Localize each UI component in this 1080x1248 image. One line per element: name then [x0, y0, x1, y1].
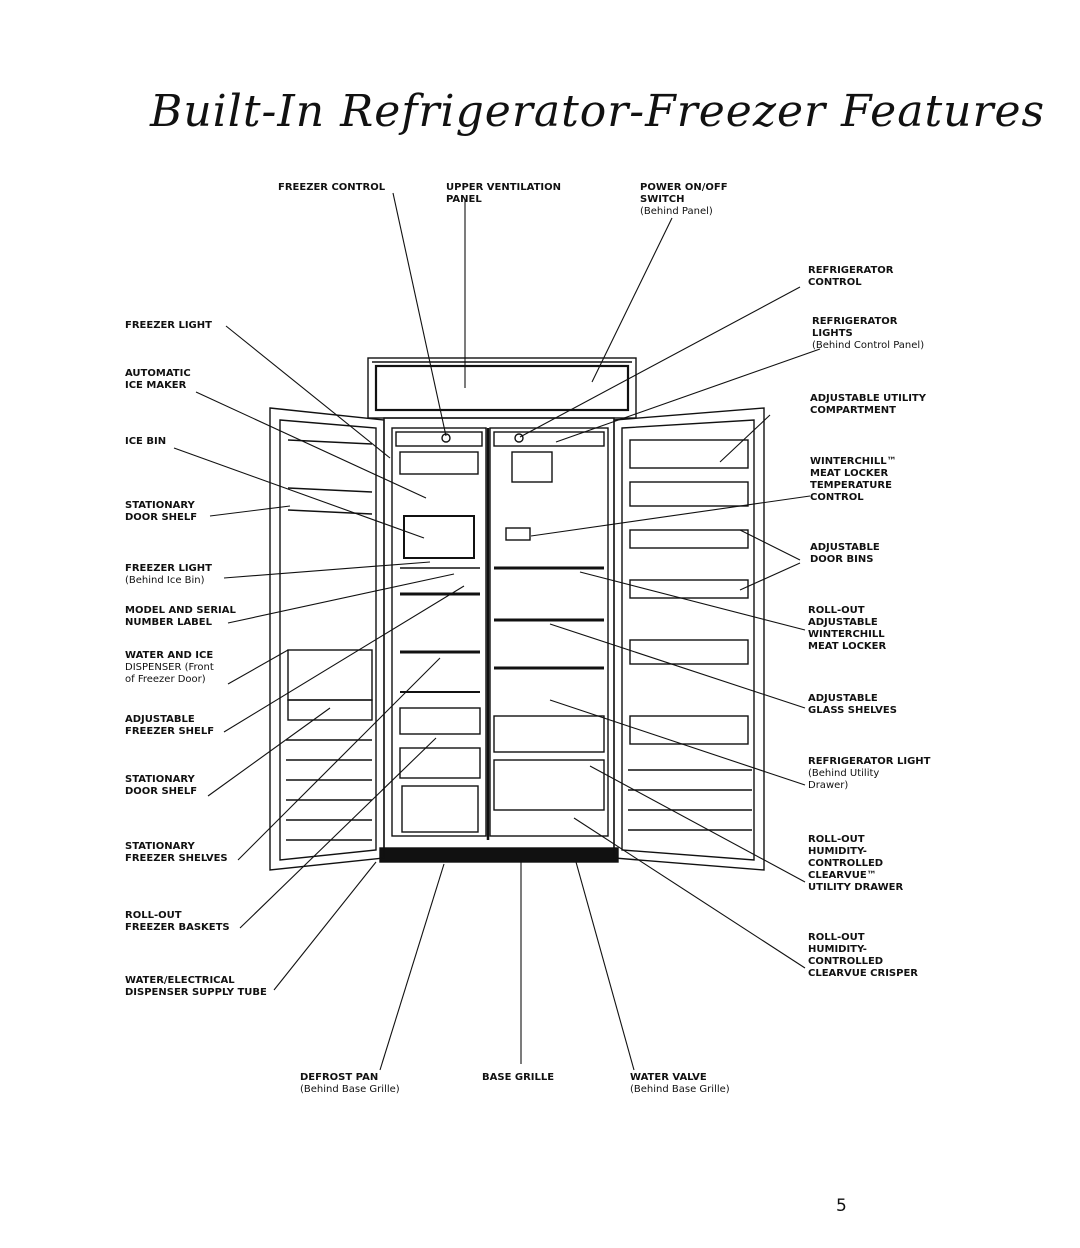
label-note: Drawer)	[808, 780, 849, 791]
label-line: POWER ON/OFF	[640, 182, 728, 193]
label-line: CONTROL	[810, 492, 864, 503]
label-dispenser: WATER AND ICE DISPENSER (Front of Freeze…	[125, 650, 214, 686]
label-line: PANEL	[446, 194, 482, 205]
label-ice-bin: ICE BIN	[125, 436, 167, 447]
label-freezer-light-behind-bin: FREEZER LIGHT (Behind Ice Bin)	[125, 563, 212, 587]
label-utility-compartment: ADJUSTABLE UTILITY COMPARTMENT	[810, 393, 926, 417]
label-winterchill-control: WINTERCHILL™ MEAT LOCKER TEMPERATURE CON…	[810, 456, 897, 504]
label-note: (Behind Base Grille)	[300, 1084, 400, 1095]
label-glass-shelves: ADJUSTABLE GLASS SHELVES	[808, 693, 897, 717]
label-line: WATER/ELECTRICAL	[125, 975, 235, 986]
label-line: WINTERCHILL™	[810, 456, 897, 467]
label-line: WATER VALVE	[630, 1072, 707, 1083]
label-line: ADJUSTABLE	[125, 714, 195, 725]
label-line: REFRIGERATOR	[808, 265, 894, 276]
refrigerator-compartment	[489, 427, 609, 837]
label-line: ROLL-OUT	[808, 834, 865, 845]
label-water-valve: WATER VALVE (Behind Base Grille)	[630, 1072, 730, 1096]
label-note: (Behind Panel)	[640, 206, 713, 217]
label-line: CONTROLLED	[808, 956, 884, 967]
label-defrost-pan: DEFROST PAN (Behind Base Grille)	[300, 1072, 400, 1096]
label-line: NUMBER LABEL	[125, 617, 213, 628]
label-line: DOOR SHELF	[125, 512, 198, 523]
page-number: 5	[836, 1196, 847, 1216]
label-line: DOOR SHELF	[125, 786, 198, 797]
label-line: FREEZER LIGHT	[125, 563, 212, 574]
label-line: CLEARVUE™	[808, 870, 877, 881]
label-line: UPPER VENTILATION	[446, 182, 562, 193]
label-refrigerator-light: REFRIGERATOR LIGHT (Behind Utility Drawe…	[808, 756, 930, 792]
label-stationary-door-shelf: STATIONARY DOOR SHELF	[125, 500, 197, 524]
label-line: STATIONARY	[125, 500, 195, 511]
label-crisper: ROLL-OUT HUMIDITY- CONTROLLED CLEARVUE C…	[808, 932, 918, 980]
label-line: ROLL-OUT	[808, 932, 865, 943]
label-line: DOOR BINS	[810, 554, 874, 565]
label-line: MEAT LOCKER	[808, 641, 887, 652]
label-refrigerator-control: REFRIGERATOR CONTROL	[808, 265, 894, 289]
label-note: (Behind Control Panel)	[812, 340, 925, 351]
label-line: SWITCH	[640, 194, 685, 205]
label-line: MEAT LOCKER	[810, 468, 889, 479]
label-freezer-baskets: ROLL-OUT FREEZER BASKETS	[125, 910, 230, 934]
label-line: FREEZER SHELVES	[125, 853, 228, 864]
label-line: GLASS SHELVES	[808, 705, 897, 716]
label-line: REFRIGERATOR LIGHT	[808, 756, 931, 767]
label-line: FREEZER BASKETS	[125, 922, 230, 933]
label-freezer-control: FREEZER CONTROL	[278, 182, 386, 193]
label-power-switch: POWER ON/OFF SWITCH (Behind Panel)	[640, 182, 728, 218]
label-line: ADJUSTABLE	[808, 617, 878, 628]
label-line: CLEARVUE CRISPER	[808, 968, 918, 979]
label-upper-ventilation-panel: UPPER VENTILATION PANEL	[446, 182, 561, 206]
label-line: DEFROST PAN	[300, 1072, 379, 1083]
label-line: STATIONARY	[125, 841, 195, 852]
page-title: Built-In Refrigerator-Freezer Features	[150, 86, 1046, 137]
label-line: ROLL-OUT	[125, 910, 182, 921]
label-line: COMPARTMENT	[810, 405, 896, 416]
label-note: (Behind Utility	[808, 768, 880, 779]
label-line: UTILITY DRAWER	[808, 882, 904, 893]
label-line: WATER AND ICE	[125, 650, 214, 661]
label-line: LIGHTS	[812, 328, 853, 339]
label-utility-drawer: ROLL-OUT HUMIDITY- CONTROLLED CLEARVUE™ …	[808, 834, 903, 894]
freezer-compartment	[391, 427, 487, 837]
label-line: TEMPERATURE	[810, 480, 892, 491]
label-line: AUTOMATIC	[125, 368, 191, 379]
label-note: of Freezer Door)	[125, 674, 206, 685]
label-model-serial: MODEL AND SERIAL NUMBER LABEL	[125, 605, 236, 629]
label-line: ADJUSTABLE	[810, 542, 880, 553]
label-note: DISPENSER (Front	[125, 662, 214, 673]
label-line: ICE MAKER	[125, 380, 187, 391]
label-line: HUMIDITY-	[808, 846, 867, 857]
label-meat-locker: ROLL-OUT ADJUSTABLE WINTERCHILL MEAT LOC…	[808, 605, 886, 653]
label-line: CONTROL	[808, 277, 862, 288]
label-note: (Behind Ice Bin)	[125, 575, 205, 586]
label-adjustable-freezer-shelf: ADJUSTABLE FREEZER SHELF	[125, 714, 214, 738]
cabinet-outline	[383, 417, 615, 859]
label-refrigerator-lights: REFRIGERATOR LIGHTS (Behind Control Pane…	[812, 316, 924, 352]
label-line: ADJUSTABLE UTILITY	[810, 393, 926, 404]
label-line: MODEL AND SERIAL	[125, 605, 236, 616]
label-line: CONTROLLED	[808, 858, 884, 869]
label-line: HUMIDITY-	[808, 944, 867, 955]
label-freezer-light: FREEZER LIGHT	[125, 320, 212, 331]
label-stationary-freezer-shelves: STATIONARY FREEZER SHELVES	[125, 841, 228, 865]
label-ice-maker: AUTOMATIC ICE MAKER	[125, 368, 191, 392]
label-door-bins: ADJUSTABLE DOOR BINS	[810, 542, 880, 566]
leader-lines	[173, 192, 821, 1071]
label-line: REFRIGERATOR	[812, 316, 898, 327]
label-line: ROLL-OUT	[808, 605, 865, 616]
label-line: FREEZER SHELF	[125, 726, 215, 737]
label-line: DISPENSER SUPPLY TUBE	[125, 987, 267, 998]
label-line: WINTERCHILL	[808, 629, 885, 640]
label-base-grille: BASE GRILLE	[482, 1072, 555, 1083]
label-stationary-door-shelf-lower: STATIONARY DOOR SHELF	[125, 774, 197, 798]
label-line: STATIONARY	[125, 774, 195, 785]
label-note: (Behind Base Grille)	[630, 1084, 730, 1095]
label-supply-tube: WATER/ELECTRICAL DISPENSER SUPPLY TUBE	[125, 975, 267, 999]
label-line: ADJUSTABLE	[808, 693, 878, 704]
